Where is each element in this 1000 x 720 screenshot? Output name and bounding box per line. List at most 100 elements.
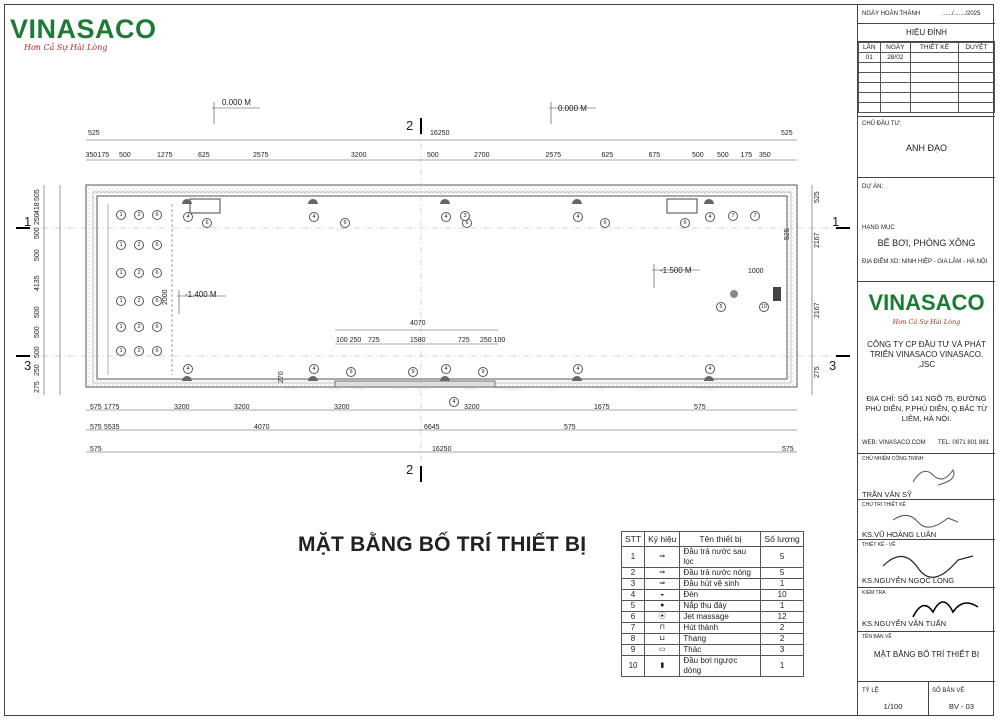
waterfall bbox=[334, 380, 496, 388]
section-mark-1-left: 1 bbox=[24, 214, 32, 229]
jet-marker-bubble: 6 bbox=[152, 322, 162, 332]
rev-row1-times: 01 bbox=[858, 52, 881, 63]
jet-marker-bubble: 6 bbox=[680, 218, 690, 228]
hot-return-bubble: 2 bbox=[134, 346, 144, 356]
dim-top-row: 175 bbox=[97, 152, 110, 159]
dim-inner-270: 270 bbox=[278, 371, 285, 383]
sheet-number-cell: SỐ BẢN VẼ BV - 03 bbox=[928, 682, 995, 716]
dim-bottom-row1: 3200 bbox=[174, 404, 190, 411]
dim-bottom-row1: 3200 bbox=[234, 404, 250, 411]
chief-label: CHỦ NHIỆM CÔNG TRÌNH bbox=[862, 456, 924, 462]
dim-top-row: 500 bbox=[119, 152, 131, 159]
hot-return-bubble: 2 bbox=[134, 322, 144, 332]
dim-top-row: 625 bbox=[601, 152, 614, 159]
return-inlet-bubble: 1 bbox=[116, 268, 126, 278]
section-mark-2-bottom: 2 bbox=[406, 462, 414, 477]
legend-cell-qty: 1 bbox=[760, 600, 804, 612]
drawing-name-label: TÊN BẢN VẼ bbox=[862, 634, 892, 640]
owner-value: ANH ĐẠO bbox=[905, 143, 947, 153]
return-inlet-bubble: 1 bbox=[116, 346, 126, 356]
legend-cell-name: Đèn bbox=[679, 589, 762, 601]
dim-bottom-row1: 575 bbox=[694, 404, 706, 411]
legend-cell-qty: 1 bbox=[760, 578, 804, 590]
chief-signature bbox=[912, 469, 955, 486]
sheet-value: BV - 03 bbox=[948, 702, 974, 711]
dim-bottom-row3: 575 bbox=[90, 446, 102, 453]
lamp-marker-bubble: 4 bbox=[449, 397, 459, 407]
legend-cell-name: Đầu hút vệ sinh bbox=[679, 578, 762, 590]
dim-top-row: 175 bbox=[740, 152, 753, 159]
rev-header-times: LẦN bbox=[858, 42, 881, 53]
wall-suction-bubble: 7 bbox=[750, 211, 760, 221]
legend-cell-name: Hút thành bbox=[679, 622, 762, 634]
dim-bottom-row2: 4070 bbox=[254, 424, 270, 431]
lamp-marker-bubble: 4 bbox=[705, 364, 715, 374]
design-chief-label: CHỦ TRÌ THIẾT KẾ bbox=[862, 502, 906, 508]
legend-cell-stt: 8 bbox=[620, 633, 646, 645]
completion-row: NGÀY HOÀN THÀNH ....../......./2025 bbox=[858, 4, 995, 24]
legend-cell-stt: 7 bbox=[620, 622, 646, 634]
return-inlet-bubble: 1 bbox=[116, 240, 126, 250]
legend-symbol-icon: ● bbox=[644, 600, 681, 612]
dim-left: 500 bbox=[34, 306, 41, 318]
dim-top-row: 675 bbox=[648, 152, 661, 159]
section-mark-3-right: 3 bbox=[829, 358, 837, 373]
hot-return-bubble: 2 bbox=[134, 210, 144, 220]
legend-symbol-icon: ⦿ bbox=[644, 611, 681, 623]
legend-cell-qty: 12 bbox=[760, 611, 804, 623]
legend-symbol-icon: ⇒ bbox=[644, 567, 681, 579]
lamp-marker-bubble: 4 bbox=[441, 364, 451, 374]
lamp-marker-bubble: 4 bbox=[705, 212, 715, 222]
ladder-right bbox=[666, 198, 698, 214]
return-inlet-bubble: 1 bbox=[116, 210, 126, 220]
ladder-left bbox=[189, 198, 221, 214]
legend-cell-qty: 3 bbox=[760, 644, 804, 656]
dim-left: 500 bbox=[34, 326, 41, 338]
designer-name: KS.NGUYỄN NGỌC LONG bbox=[862, 576, 955, 585]
dim-left: 250 bbox=[34, 213, 41, 225]
pool-light-icon bbox=[308, 376, 318, 381]
waterfall-bubble: 9 bbox=[478, 367, 488, 377]
dim-left: 250 bbox=[34, 363, 41, 376]
dim-bottom-row2: 575 bbox=[90, 424, 102, 431]
jet-marker-bubble: 6 bbox=[202, 218, 212, 228]
dim-right: 275 bbox=[814, 366, 821, 378]
legend-cell-qty: 5 bbox=[760, 567, 804, 579]
legend-symbol-icon: ◒ bbox=[644, 589, 681, 601]
company-logo-tagline: Hơn Cả Sự Hài Lòng bbox=[892, 318, 961, 326]
jet-marker-bubble: 6 bbox=[152, 210, 162, 220]
legend-cell-stt: 5 bbox=[620, 600, 646, 612]
dim-top-row: 1275 bbox=[157, 152, 173, 159]
dim-bottom-row2: 6645 bbox=[424, 424, 440, 431]
pool-light-icon bbox=[572, 376, 582, 381]
project-location: ĐỊA ĐIỂM XD: NINH HIỆP - GIA LÂM - HÀ NỘ… bbox=[862, 259, 988, 265]
legend-header-qty: Số lượng bbox=[760, 531, 804, 547]
lamp-marker-bubble: 4 bbox=[441, 212, 451, 222]
chief-row: CHỦ NHIỆM CÔNG TRÌNH TRẦN VĂN SỸ bbox=[858, 454, 995, 500]
bottom-drain bbox=[730, 290, 738, 298]
company-name: CÔNG TY CP ĐẦU TƯ VÀ PHÁT TRIỂN VINASACO… bbox=[867, 340, 986, 369]
dim-top-row: 350 bbox=[85, 152, 98, 159]
jet-marker-bubble: 6 bbox=[152, 240, 162, 250]
legend-cell-stt: 2 bbox=[620, 567, 646, 579]
scale-label: TỶ LỆ bbox=[862, 688, 879, 694]
dim-left: 505 bbox=[34, 188, 41, 201]
section-mark-3-left: 3 bbox=[24, 358, 32, 373]
project-row: DỰ ÁN: HẠNG MỤC BỂ BƠI, PHÒNG XÔNG ĐỊA Đ… bbox=[858, 178, 995, 282]
level-pool-right: -1.500 M bbox=[660, 266, 692, 275]
legend-cell-qty: 1 bbox=[760, 655, 804, 677]
legend-cell-qty: 2 bbox=[760, 633, 804, 645]
lamp-marker-bubble: 4 bbox=[573, 364, 583, 374]
lamp-marker-bubble: 4 bbox=[573, 212, 583, 222]
jet-marker-bubble: 6 bbox=[600, 218, 610, 228]
waterfall-bubble: 9 bbox=[346, 367, 356, 377]
scale-cell: TỶ LỆ 1/100 bbox=[858, 682, 929, 716]
item-label: HẠNG MỤC bbox=[862, 225, 895, 231]
dim-inner-525: 525 bbox=[784, 228, 791, 240]
completion-value: ....../......./2025 bbox=[942, 11, 981, 17]
legend-header-stt: STT bbox=[620, 531, 646, 547]
